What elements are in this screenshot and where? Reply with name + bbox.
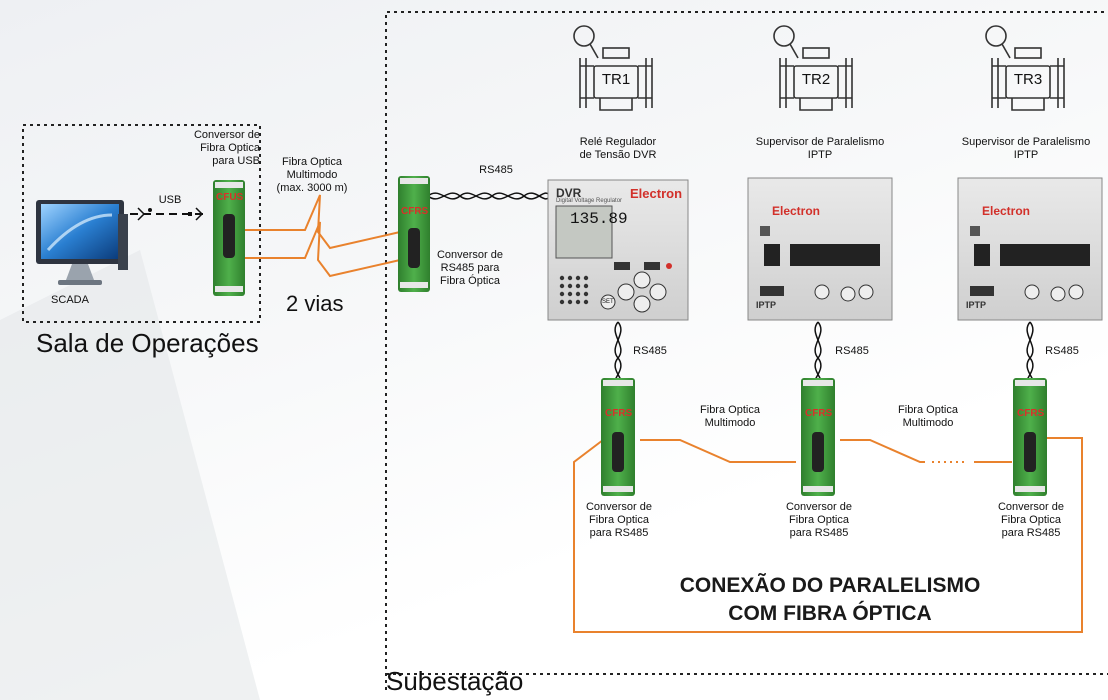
rs485-fiber-converter: CFRS <box>398 176 430 292</box>
bottom-converter-tr1: CFRS <box>601 378 635 496</box>
usb-label: USB <box>158 194 182 206</box>
fiber-link-lines <box>242 194 401 278</box>
fiber-between-label-1: Fibra Optica Multimodo <box>700 404 760 429</box>
transformer-tr2-icon <box>773 25 853 111</box>
transformer-tr1-icon <box>573 25 653 111</box>
dvr-reading: 135.89 <box>570 210 628 228</box>
scada-monitor-icon <box>36 200 128 285</box>
rs485-top-label: RS485 <box>479 164 513 176</box>
substation-title: Subestação <box>386 666 524 696</box>
converter-badge: CFRS <box>1017 408 1045 419</box>
rs485-twisted-pair-vertical <box>614 321 1034 383</box>
usb-converter-label: Conversor de Fibra Optica para USB <box>193 129 260 167</box>
transformer-name-tr1: TR1 <box>601 71 631 88</box>
bottom-converter-tr2: CFRS <box>801 378 835 496</box>
usb-cable-icon <box>130 207 205 221</box>
device-label-tr3: Supervisor de Paralelismo IPTP <box>961 136 1091 161</box>
iptp-brand-tr3: Electron <box>982 204 1031 218</box>
converter-label-tr3: Conversor de Fibra Optica para RS485 <box>997 501 1065 539</box>
rs485-label-tr2: RS485 <box>835 345 869 357</box>
device-label-tr2: Supervisor de Paralelismo IPTP <box>755 136 885 161</box>
converter-label-tr2: Conversor de Fibra Optica para RS485 <box>785 501 853 539</box>
converter-badge: CFRS <box>605 408 633 419</box>
device-label-tr1: Relé Regulador de Tensão DVR <box>579 136 657 161</box>
usb-converter-badge: CFUS <box>216 192 244 203</box>
converter-label-tr1: Conversor de Fibra Optica para RS485 <box>585 501 653 539</box>
fiber-ways-label: 2 vias <box>286 291 344 316</box>
iptp-model-tr3: IPTP <box>966 300 987 310</box>
rs485-label-tr3: RS485 <box>1045 345 1079 357</box>
dvr-set-key: SET <box>602 299 614 305</box>
dvr-model: DVR <box>556 186 582 200</box>
dvr-subtitle: Digital Voltage Regulator <box>556 198 623 204</box>
iptp-panel-tr3 <box>957 177 1103 321</box>
converter-badge: CFRS <box>805 408 833 419</box>
transformer-name-tr2: TR2 <box>801 71 831 88</box>
transformer-name-tr3: TR3 <box>1013 71 1043 88</box>
usb-fiber-converter: CFUS <box>213 180 245 296</box>
iptp-panel-tr2 <box>747 177 893 321</box>
background-shape <box>0 250 260 700</box>
fiber-ring-lines <box>573 437 1083 633</box>
fiber-between-label-2: Fibra Optica Multimodo <box>898 404 958 429</box>
rs485-twisted-pair-top <box>427 192 551 200</box>
rs485-label-tr1: RS485 <box>633 345 667 357</box>
substation-border-left-top <box>385 11 1108 690</box>
iptp-brand-tr2: Electron <box>772 204 821 218</box>
main-title: CONEXÃO DO PARALELISMO COM FIBRA ÓPTICA <box>679 574 981 625</box>
rs485-converter-label: Conversor de RS485 para Fibra Óptica <box>436 249 504 287</box>
operations-room-title: Sala de Operações <box>36 328 259 358</box>
bottom-converter-tr3: CFRS <box>1013 378 1047 496</box>
scada-label: SCADA <box>51 294 89 306</box>
transformer-tr3-icon <box>985 25 1065 111</box>
dvr-relay-panel <box>547 179 689 321</box>
rs485-converter-badge: CFRS <box>401 206 429 217</box>
iptp-model-tr2: IPTP <box>756 300 777 310</box>
dvr-brand: Electron <box>630 186 683 201</box>
fiber-link-label: Fibra Optica Multimodo (max. 3000 m) <box>276 156 348 194</box>
